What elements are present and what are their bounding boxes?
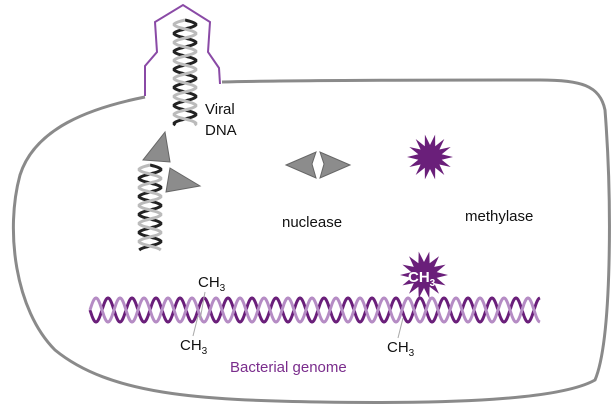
nuclease-label: nuclease <box>282 214 342 231</box>
nuclease-left <box>284 151 317 179</box>
methyl-group-label-on-methylase: CH3 <box>408 269 436 289</box>
viral-dna-helix <box>172 18 198 127</box>
methyl-group-label: CH3 <box>180 337 208 357</box>
phage-outline <box>144 3 221 96</box>
methylase-label: methylase <box>465 208 533 225</box>
bacterial-genome-label: Bacterial genome <box>230 359 347 376</box>
nuclease-cutting-viral-dna <box>142 130 202 193</box>
helix-strand <box>137 163 163 252</box>
methyl-group-label: CH3 <box>387 339 415 359</box>
helix-strand <box>88 296 541 324</box>
methylase-bound-to-genome <box>400 251 448 299</box>
cell-membrane <box>11 78 611 404</box>
injected-viral-dna-helix <box>137 163 163 252</box>
nuclease-half-top <box>142 130 171 163</box>
helix-strand <box>137 163 163 252</box>
helix-strand <box>88 296 541 324</box>
methyl-group-label: CH3 <box>198 274 226 294</box>
helix-strand <box>172 18 198 127</box>
viral-dna-label: Viral <box>205 101 235 118</box>
methyl-bond <box>397 317 404 339</box>
bacterial-genome-helix <box>88 296 541 324</box>
nuclease-half-bottom <box>165 167 202 193</box>
nuclease-enzyme <box>284 151 352 179</box>
viral-dna-label-2: DNA <box>205 122 237 139</box>
nuclease-right <box>319 151 352 179</box>
methyl-bond <box>199 291 206 321</box>
methyl-bond <box>192 315 199 337</box>
methylase-enzyme <box>407 134 453 180</box>
